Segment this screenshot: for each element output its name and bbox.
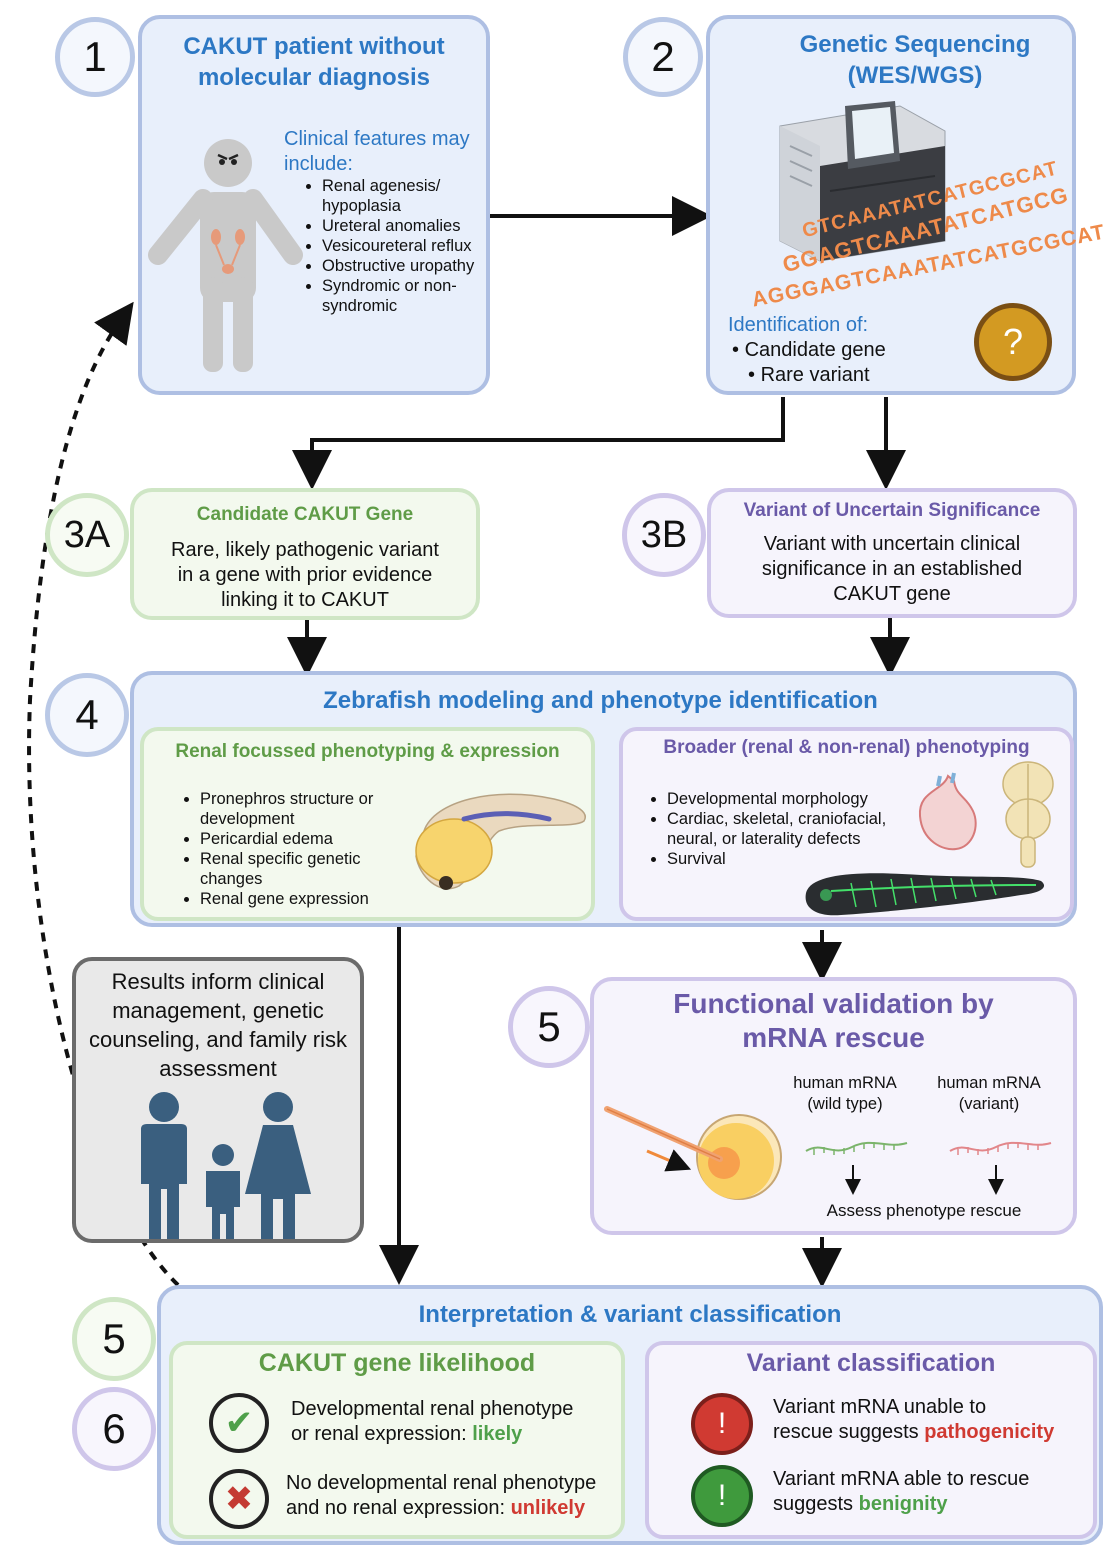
sequencer-machine-icon (779, 101, 946, 262)
variant-mrna-label: human mRNA (variant) (937, 1074, 1041, 1113)
benignity-word: benignity (858, 1493, 948, 1515)
gene-likelihood-panel: CAKUT gene likelihood ✔ Developmental re… (169, 1341, 625, 1539)
broad-phenotyping-list: Developmental morphology Cardiac, skelet… (647, 789, 912, 869)
broad-item: Cardiac, skeletal, craniofacial, neural,… (667, 809, 912, 849)
step-3a-title: Candidate CAKUT Gene (196, 504, 414, 525)
step-4-number: 4 (45, 673, 129, 757)
feature-item: Obstructive uropathy (322, 256, 512, 276)
step-3a-body: Rare, likely pathogenic variant in a gen… (171, 539, 439, 611)
rescue-box: Functional validation by mRNA rescue hum… (590, 977, 1077, 1235)
renal-item: Pericardial edema (200, 829, 415, 849)
arrow-2-to-3a (292, 397, 785, 490)
step-3a-number: 3A (45, 493, 129, 577)
zebrafish-larva-icon (805, 873, 1045, 916)
interpretation-box: Interpretation & variant classification … (157, 1285, 1103, 1545)
renal-item: Renal gene expression (200, 889, 415, 909)
wild-type-mrna-label: human mRNA (wild type) (793, 1074, 897, 1113)
small-down-arrows-icon (845, 1165, 1004, 1195)
renal-phenotyping-panel: Renal focussed phenotyping & expression … (140, 727, 595, 921)
identification-item-variant: • Rare variant (748, 364, 870, 386)
interpretation-title: Interpretation & variant classification (418, 1301, 842, 1328)
identification-item-candidate: • Candidate gene (732, 339, 886, 361)
likely-text: Developmental renal phenotype or renal e… (291, 1398, 574, 1445)
feature-item: Vesicoureteral reflux (322, 236, 512, 256)
check-icon: ✔ (209, 1393, 269, 1453)
feature-item: Renal agenesis/ hypoplasia (322, 176, 512, 216)
broad-item: Survival (667, 849, 912, 869)
feature-item: Ureteral anomalies (322, 216, 512, 236)
question-mark-icon: ? (974, 303, 1052, 381)
step-2-number: 2 (623, 17, 703, 97)
step-4-title: Zebrafish modeling and phenotype identif… (323, 687, 878, 714)
family-icon (141, 1092, 311, 1239)
pathogenic-alert-icon: ! (691, 1393, 753, 1455)
likely-word: likely (472, 1423, 523, 1445)
pathogenic-text: Variant mRNA unable to rescue suggests p… (773, 1396, 1055, 1443)
assess-rescue-text: Assess phenotype rescue (826, 1201, 1022, 1220)
clinical-features-heading: Clinical features may include: (284, 128, 470, 175)
unlikely-text: No developmental renal phenotype and no … (286, 1472, 597, 1519)
brain-organ-icon (1002, 761, 1054, 868)
step-3b-body: Variant with uncertain clinical signific… (761, 533, 1023, 605)
benign-alert-icon: ! (691, 1465, 753, 1527)
step-6-interpretation-number: 6 (72, 1387, 156, 1471)
step-3b-title: Variant of Uncertain Significance (743, 500, 1041, 521)
identification-heading: Identification of: (728, 314, 869, 336)
gene-likelihood-title: CAKUT gene likelihood (258, 1349, 536, 1377)
step-4-box: Zebrafish modeling and phenotype identif… (130, 671, 1077, 927)
variant-classification-title: Variant classification (746, 1349, 996, 1377)
broad-phenotyping-panel: Broader (renal & non-renal) phenotyping … (619, 727, 1074, 921)
step-1-number: 1 (55, 17, 135, 97)
step-3b-number: 3B (622, 493, 706, 577)
step-3a-box: Candidate CAKUT Gene Rare, likely pathog… (130, 488, 480, 620)
dashed-feedback-arrow (27, 301, 180, 1287)
step-2-title: Genetic Sequencing (WES/WGS) (799, 31, 1031, 89)
step-5-interpretation-number: 5 (72, 1297, 156, 1381)
rescue-title: Functional validation by mRNA rescue (673, 988, 994, 1053)
broad-phenotyping-title: Broader (renal & non-renal) phenotyping (663, 737, 1030, 758)
renal-phenotyping-title: Renal focussed phenotyping & expression (175, 741, 560, 762)
variant-classification-panel: Variant classification ! Variant mRNA un… (645, 1341, 1097, 1539)
results-text: Results inform clinical management, gene… (88, 969, 347, 1081)
renal-phenotyping-list: Pronephros structure or development Peri… (180, 789, 415, 909)
feature-item: Syndromic or non-syndromic (322, 276, 512, 316)
renal-item: Pronephros structure or development (200, 789, 415, 829)
step-2-box: Genetic Sequencing (WES/WGS) GTCAAATATCA… (706, 15, 1108, 395)
zebrafish-embryo-icon (415, 793, 586, 890)
results-box: Results inform clinical management, gene… (72, 957, 364, 1243)
dna-sequence-art: GTCAAATATCATGCGCAT GGAGTCAAATATCATGCG AG… (750, 157, 1108, 312)
pathogenicity-word: pathogenicity (924, 1421, 1055, 1443)
cross-icon: ✖ (209, 1469, 269, 1529)
heart-organ-icon (918, 772, 977, 851)
wild-type-mrna-strand-icon (805, 1141, 908, 1155)
unlikely-word: unlikely (510, 1497, 586, 1519)
clinical-features-list: Renal agenesis/ hypoplasia Ureteral anom… (302, 176, 512, 316)
broad-item: Developmental morphology (667, 789, 912, 809)
patient-figure-icon (148, 139, 303, 372)
step-5-rescue-number: 5 (508, 986, 590, 1068)
renal-item: Renal specific genetic changes (200, 849, 415, 889)
microinjection-icon (604, 1106, 782, 1200)
step-1-box: CAKUT patient without molecular diagnosi… (138, 15, 490, 395)
step-1-title: CAKUT patient without molecular diagnosi… (183, 33, 445, 91)
benign-text: Variant mRNA able to rescue suggests ben… (773, 1468, 1030, 1515)
step-3b-box: Variant of Uncertain Significance Varian… (707, 488, 1077, 618)
variant-mrna-strand-icon (949, 1141, 1052, 1155)
